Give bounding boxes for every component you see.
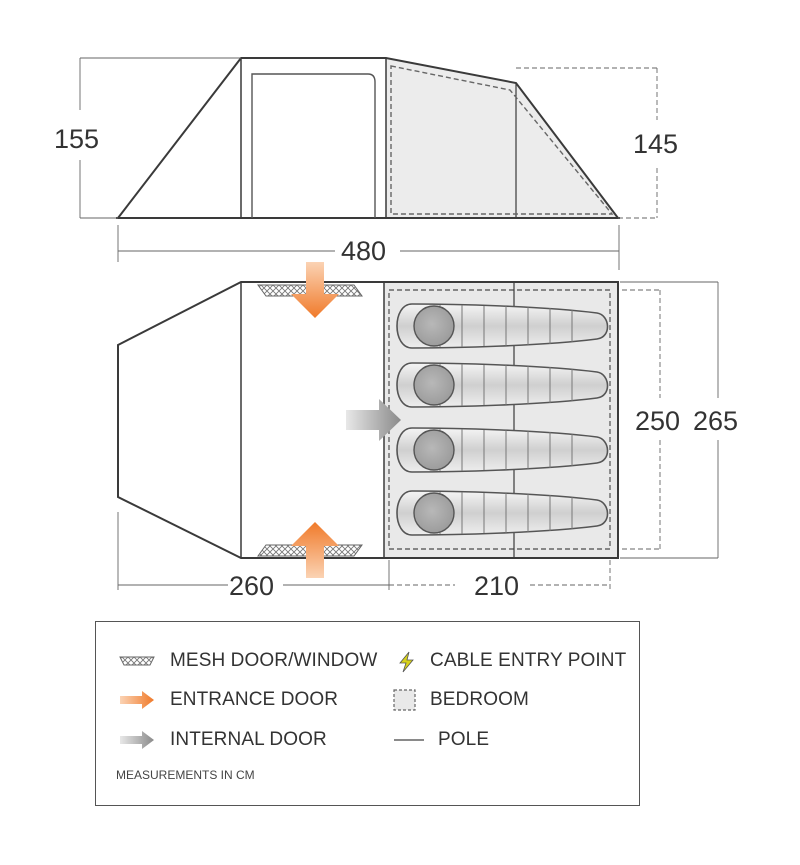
side-elevation <box>79 57 658 219</box>
bedroom-side-dashed <box>390 65 614 215</box>
entrance-arrow-top <box>291 262 339 318</box>
sleeping-bag <box>396 303 609 349</box>
sleeping-bag <box>396 362 609 408</box>
bedroom-dashed-box-icon <box>392 689 418 711</box>
legend-pole: POLE <box>392 729 489 751</box>
legend-internal-label: INTERNAL DOOR <box>170 729 327 750</box>
legend-pole-label: POLE <box>438 729 490 750</box>
legend: MESH DOOR/WINDOW ENTRANCE DOOR INTERNAL … <box>95 621 640 806</box>
side-door-outline <box>251 73 376 218</box>
legend-bedroom: BEDROOM <box>392 689 529 711</box>
dim-living-length: 260 <box>229 571 274 600</box>
internal-door-arrow-icon <box>116 730 158 750</box>
dim-height-rear: 145 <box>633 129 678 159</box>
legend-cable: CABLE ENTRY POINT <box>396 650 627 673</box>
tent-diagram: 155 145 480 <box>54 57 738 600</box>
mesh-door-window-icon <box>116 651 158 671</box>
dim-bedroom-length: 210 <box>474 571 519 600</box>
dim-total-length: 480 <box>341 236 386 266</box>
bedroom-side-fill <box>386 58 618 218</box>
dim-height-front: 155 <box>54 124 99 154</box>
legend-bedroom-label: BEDROOM <box>430 689 529 710</box>
legend-entrance-label: ENTRANCE DOOR <box>170 689 339 710</box>
legend-entrance: ENTRANCE DOOR <box>116 689 338 711</box>
floor-plan <box>117 262 719 590</box>
dim-width-outer: 265 <box>693 406 738 436</box>
entrance-door-arrow-icon <box>116 690 158 710</box>
entrance-arrow-bottom <box>291 522 339 578</box>
legend-internal: INTERNAL DOOR <box>116 729 327 751</box>
lightning-bolt-icon <box>396 651 418 673</box>
legend-mesh: MESH DOOR/WINDOW <box>116 650 377 672</box>
internal-door-arrow <box>346 399 401 441</box>
legend-cable-label: CABLE ENTRY POINT <box>430 650 627 671</box>
sleeping-bag <box>396 490 609 536</box>
legend-mesh-label: MESH DOOR/WINDOW <box>170 650 378 671</box>
legend-note: MEASUREMENTS IN CM <box>116 768 255 782</box>
pole-line-icon <box>392 730 426 750</box>
sleeping-bag <box>396 427 609 473</box>
dim-width-bedroom: 250 <box>635 406 680 436</box>
